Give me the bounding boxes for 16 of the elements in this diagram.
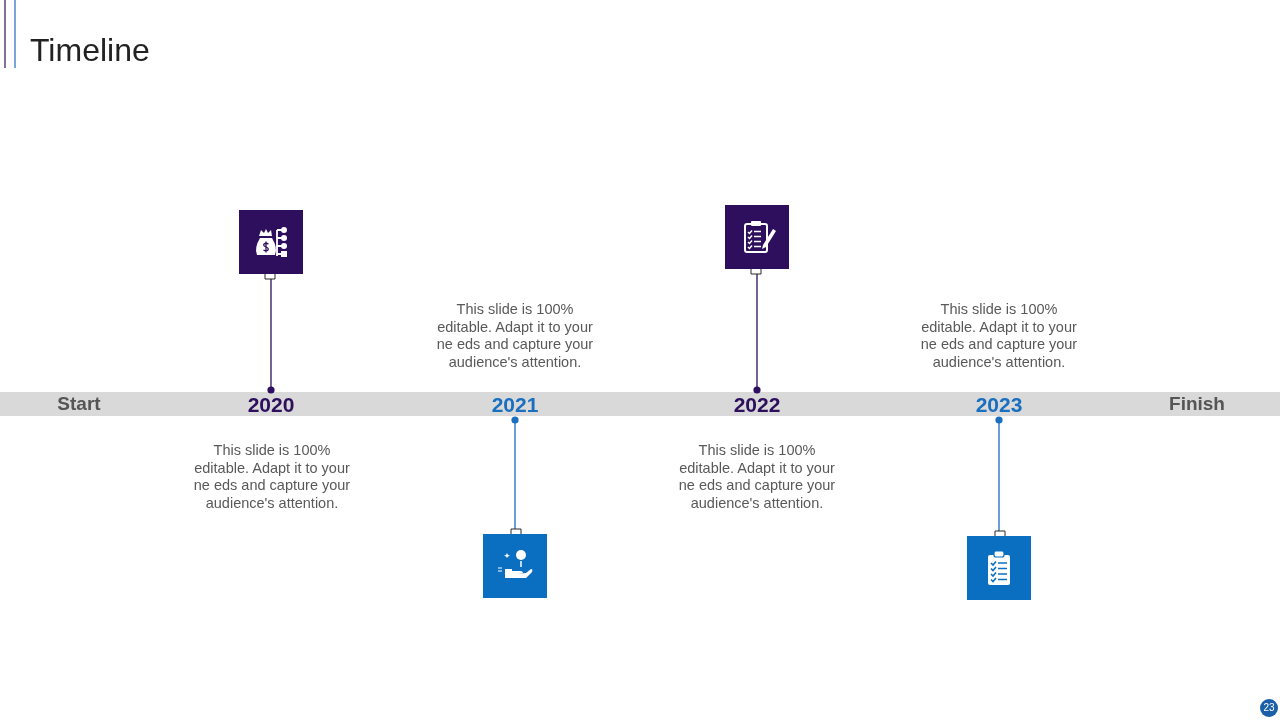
icon-tile [967, 536, 1031, 600]
description-text: This slide is 100% editable. Adapt it to your ne eds and capture your audience's attention. [435, 301, 595, 372]
icon-tile [725, 205, 789, 269]
slide-title: Timeline [30, 31, 150, 70]
year-label: 2020 [247, 393, 295, 417]
icon-tile [239, 210, 303, 274]
year-label: 2021 [491, 393, 539, 417]
description-text: This slide is 100% editable. Adapt it to your ne eds and capture your audience's attention. [677, 442, 837, 513]
description-text: This slide is 100% editable. Adapt it to your ne eds and capture your audience's attention. [192, 442, 352, 513]
timeline-end-label: Finish [1169, 392, 1225, 416]
icon-tile [483, 534, 547, 598]
page-number: 23 [1260, 699, 1278, 717]
description-text: This slide is 100% editable. Adapt it to your ne eds and capture your audience's attention. [919, 301, 1079, 372]
year-label: 2023 [975, 393, 1023, 417]
year-label: 2022 [733, 393, 781, 417]
timeline-end-label: Start [57, 392, 101, 416]
